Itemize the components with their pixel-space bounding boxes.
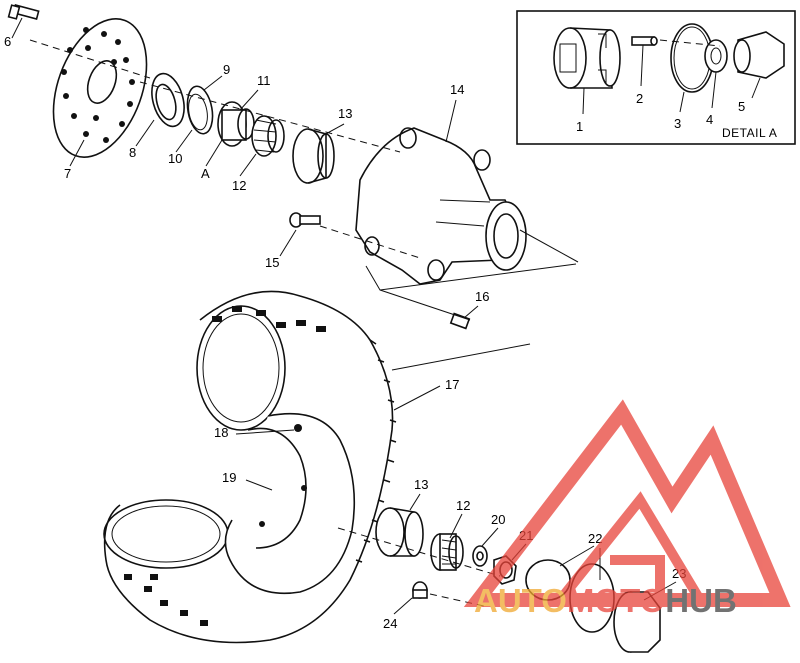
leader-lines — [11, 17, 677, 615]
detail-part-5 — [733, 31, 785, 99]
tire — [103, 290, 397, 644]
assembly-axis-lines — [29, 39, 721, 607]
callout-15: 15 — [265, 255, 279, 270]
callout-10: 10 — [168, 151, 182, 166]
callout-12: 12 — [232, 178, 246, 193]
svg-text:3: 3 — [674, 116, 681, 131]
callout-17: 17 — [445, 377, 459, 392]
callout-16: 16 — [475, 289, 489, 304]
callout-22: 22 — [588, 531, 602, 546]
svg-text:4: 4 — [706, 112, 713, 127]
hub-bolt-15 — [289, 212, 321, 228]
race-13-upper — [292, 128, 335, 184]
watermark-part-2: MOTO — [567, 582, 665, 619]
disc-bolt — [7, 4, 40, 20]
callout-24: 24 — [383, 616, 397, 631]
callout-13: 13 — [414, 477, 428, 492]
callout-13: 13 — [338, 106, 352, 121]
callout-7: 7 — [64, 166, 71, 181]
callout-19: 19 — [222, 470, 236, 485]
washer-20 — [472, 545, 488, 567]
callout-12: 12 — [456, 498, 470, 513]
wheel-hub — [355, 127, 527, 285]
watermark-part-3: HUB — [665, 582, 737, 619]
detail-a-caption: DETAIL A — [722, 126, 777, 140]
detail-part-1 — [553, 27, 621, 115]
watermark: AUTOMOTOHUB — [463, 399, 791, 619]
detail-part-4 — [704, 39, 728, 109]
valve-24 — [412, 581, 428, 599]
callout-20: 20 — [491, 512, 505, 527]
svg-text:AUTOMOTOHUB: AUTOMOTOHUB — [474, 582, 737, 619]
watermark-logo — [463, 399, 791, 607]
grease-fitting-16 — [449, 312, 471, 330]
detail-a-panel: 1 2 3 4 5 DETAIL A — [516, 10, 796, 145]
detail-part-3 — [670, 23, 714, 113]
detail-part-2 — [631, 36, 658, 87]
callout-18: 18 — [214, 425, 228, 440]
detail-a-frame — [516, 10, 796, 145]
callout-A: A — [201, 166, 210, 181]
hub-nut-assembly-11 — [217, 101, 255, 147]
callout-14: 14 — [450, 82, 464, 97]
svg-text:5: 5 — [738, 99, 745, 114]
bearing-12 — [251, 115, 285, 157]
brake-disc — [52, 18, 148, 158]
svg-text:2: 2 — [636, 91, 643, 106]
svg-text:1: 1 — [576, 119, 583, 134]
callout-8: 8 — [129, 145, 136, 160]
race-13-lower — [375, 507, 424, 557]
watermark-part-1: AUTO — [474, 582, 567, 619]
callout-11: 11 — [257, 73, 271, 88]
snap-ring-9-10 — [186, 85, 214, 135]
callout-6: 6 — [4, 34, 11, 49]
seal-8 — [151, 72, 185, 128]
bearing-12-lower — [430, 533, 464, 571]
callout-9: 9 — [223, 62, 230, 77]
wheel-rim — [224, 412, 356, 595]
